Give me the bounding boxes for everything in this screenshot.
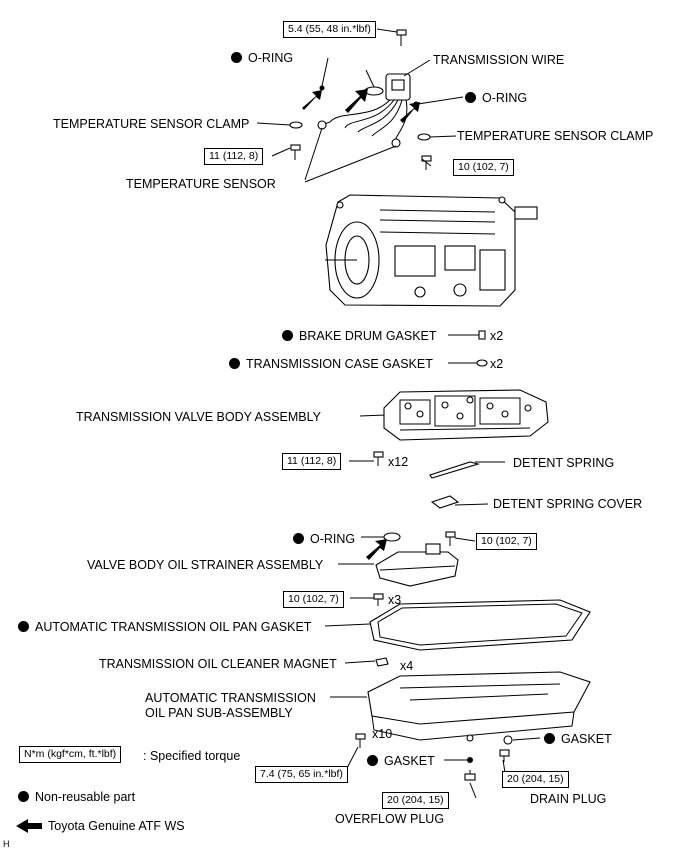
qty-strainer: x3 — [388, 593, 402, 607]
atf-arrows — [302, 89, 420, 560]
non-reusable-icon — [18, 791, 29, 802]
torque-20-drain: 20 (204, 15) — [502, 771, 569, 788]
label-oring-1: O-RING — [231, 51, 293, 65]
qty-brake-drum: x2 — [490, 329, 504, 343]
label-strainer: VALVE BODY OIL STRAINER ASSEMBLY — [87, 558, 324, 572]
non-reusable-icon — [544, 733, 555, 744]
label-drain-plug: DRAIN PLUG — [530, 792, 607, 806]
label-temp-sensor-clamp-left: TEMPERATURE SENSOR CLAMP — [53, 117, 250, 131]
torque-top: 5.4 (55, 48 in.*lbf) — [283, 21, 376, 38]
label-transmission-wire: TRANSMISSION WIRE — [433, 53, 565, 67]
overflow-plug — [464, 770, 476, 781]
label-magnet: TRANSMISSION OIL CLEANER MAGNET — [99, 657, 337, 671]
non-reusable-icon — [18, 621, 29, 632]
label-trans-case-gasket: TRANSMISSION CASE GASKET — [229, 357, 433, 371]
clamp-left — [289, 121, 303, 129]
qty-valve-body: x12 — [388, 455, 409, 469]
bolt-74 — [355, 733, 366, 748]
label-gasket-drain: GASKET — [544, 732, 612, 746]
bolt-11-b — [373, 451, 384, 466]
non-reusable-icon — [231, 52, 242, 63]
leader-lines — [256, 28, 541, 799]
oring-small-1 — [319, 85, 325, 91]
legend-arrow-icon — [16, 819, 42, 833]
label-detent-spring: DETENT SPRING — [513, 456, 615, 470]
label-oring-2: O-RING — [465, 91, 527, 105]
bolt-11-a — [290, 144, 301, 160]
torque-10-c: 10 (102, 7) — [283, 591, 344, 608]
label-pan-gasket: AUTOMATIC TRANSMISSION OIL PAN GASKET — [18, 620, 311, 634]
label-oring-3: O-RING — [293, 532, 355, 546]
label-brake-drum-gasket: BRAKE DRUM GASKET — [282, 329, 437, 343]
label-oil-pan-1: AUTOMATIC TRANSMISSION — [145, 691, 316, 705]
non-reusable-icon — [367, 755, 378, 766]
detent-spring-cover — [430, 495, 460, 509]
footer-code: H — [3, 839, 10, 849]
transmission-wire-harness — [317, 73, 411, 148]
overflow-gasket — [467, 757, 473, 763]
bolt-10-b — [445, 531, 456, 546]
legend-torque-text: : Specified torque — [143, 749, 241, 763]
torque-11-a: 11 (112, 8) — [204, 148, 264, 165]
legend-non-reusable: Non-reusable part — [18, 790, 135, 804]
label-overflow-plug: OVERFLOW PLUG — [335, 812, 445, 826]
brake-drum-gasket — [478, 330, 486, 340]
label-oil-pan-2: OIL PAN SUB-ASSEMBLY — [145, 706, 293, 720]
label-detent-spring-cover: DETENT SPRING COVER — [493, 497, 643, 511]
label-temp-sensor-clamp-right: TEMPERATURE SENSOR CLAMP — [457, 129, 654, 143]
legend-torque-box: N*m (kgf*cm, ft.*lbf) — [19, 746, 122, 763]
non-reusable-icon — [282, 330, 293, 341]
label-gasket-overflow: GASKET — [367, 754, 435, 768]
drain-gasket — [503, 735, 513, 745]
torque-74: 7.4 (75, 65 in.*lbf) — [255, 766, 348, 783]
oil-strainer — [375, 543, 459, 587]
qty-trans-case: x2 — [490, 357, 504, 371]
clamp-right — [417, 133, 431, 141]
qty-magnet: x4 — [400, 659, 414, 673]
torque-10-a: 10 (102, 7) — [453, 159, 514, 176]
oil-pan — [367, 671, 591, 742]
non-reusable-icon — [229, 358, 240, 369]
top-bolt — [396, 29, 407, 46]
torque-10-b: 10 (102, 7) — [476, 533, 537, 550]
bolt-10-c — [373, 593, 384, 606]
transmission-case — [325, 194, 538, 307]
torque-11-b: 11 (112, 8) — [282, 453, 342, 470]
non-reusable-icon — [465, 92, 476, 103]
drain-plug — [499, 749, 510, 762]
oil-cleaner-magnet — [375, 657, 389, 667]
non-reusable-icon — [293, 533, 304, 544]
valve-body — [383, 389, 549, 441]
torque-20-overflow: 20 (204, 15) — [382, 792, 449, 809]
oring-large-1 — [364, 86, 384, 96]
label-valve-body: TRANSMISSION VALVE BODY ASSEMBLY — [76, 410, 321, 424]
legend-atf: Toyota Genuine ATF WS — [48, 819, 185, 833]
label-temperature-sensor: TEMPERATURE SENSOR — [126, 177, 276, 191]
detent-spring — [429, 461, 481, 479]
qty-oil-pan: x10 — [372, 727, 393, 741]
transmission-case-gasket — [476, 359, 488, 367]
oring-3 — [383, 532, 401, 542]
